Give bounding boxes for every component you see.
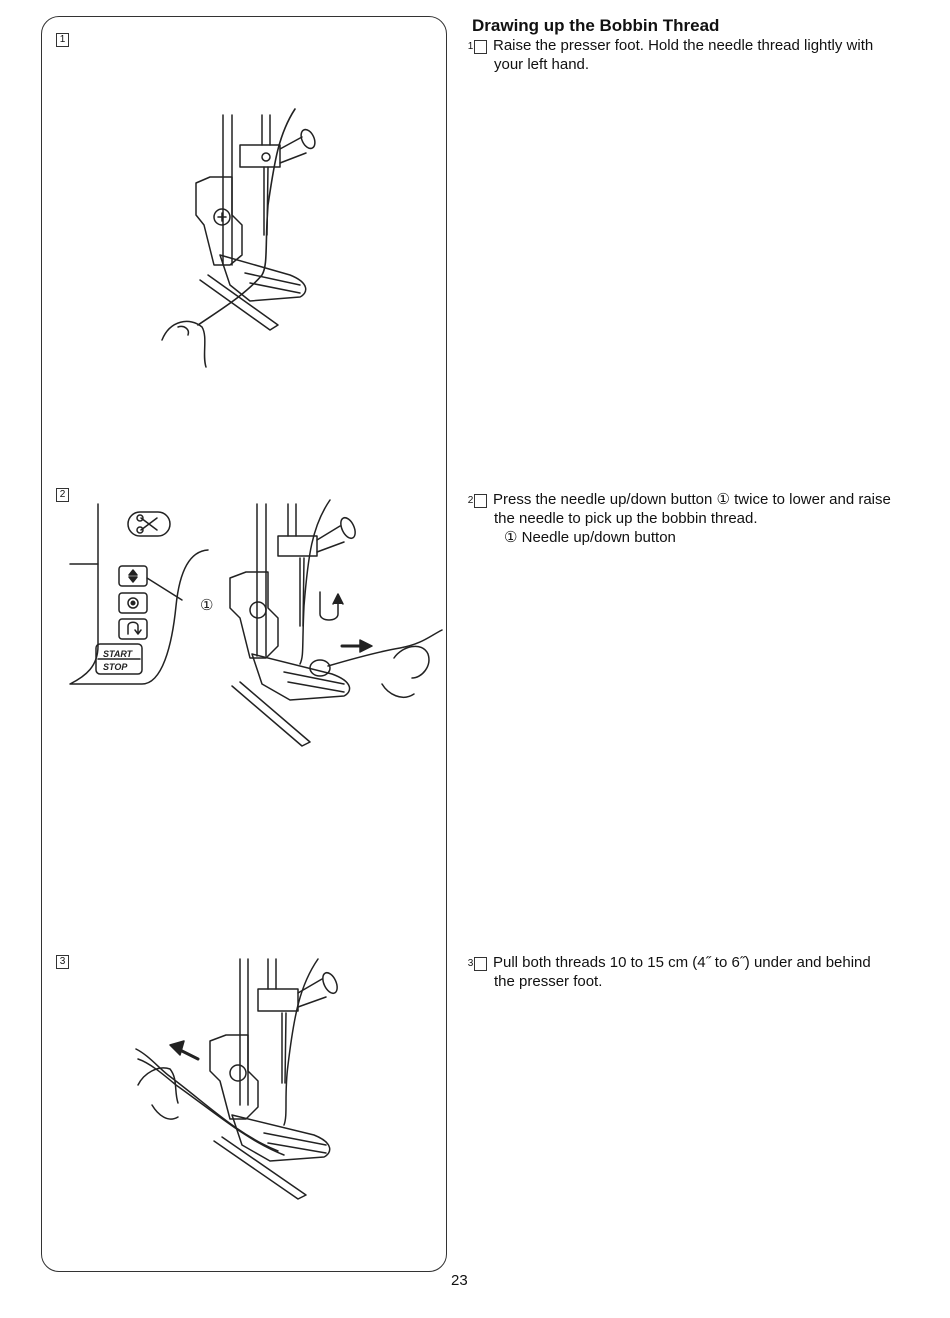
page-title: Drawing up the Bobbin Thread (472, 16, 720, 35)
page-number: 23 (451, 1272, 468, 1289)
illustration-step-2: ① START STOP (69, 499, 443, 747)
step-3-text: 3 Pull both threads 10 to 15 cm (4˝ to 6˝… (468, 953, 894, 991)
step-3-box: 3 (56, 955, 69, 969)
step-1-body: Raise the presser foot. Hold the needle … (493, 37, 874, 73)
step-3-paragraph: 3 Pull both threads 10 to 15 cm (4˝ to 6˝… (468, 953, 894, 991)
step-2-number: 2 (468, 494, 487, 508)
step-3-number: 3 (468, 957, 487, 971)
illustration-panel (41, 16, 447, 1272)
step-1-paragraph: 1 Raise the presser foot. Hold the needle… (468, 36, 894, 74)
step-2-legend: ① Needle up/down button (504, 529, 676, 546)
step-1-box: 1 (56, 33, 69, 47)
illustration-step-1 (161, 108, 316, 368)
step-3-body: Pull both threads 10 to 15 cm (4˝ to 6˝)… (493, 954, 871, 990)
stop-label: STOP (103, 662, 128, 672)
step-1-text: 1 Raise the presser foot. Hold the needle… (468, 36, 894, 74)
step-2-body: Press the needle up/down button ① twice … (493, 491, 891, 527)
step-2-paragraph: 2 Press the needle up/down button ① twice… (468, 490, 894, 528)
step-1-number: 1 (468, 40, 487, 54)
needle-button-callout: ① (200, 597, 213, 614)
illustration-step-3 (135, 958, 338, 1200)
step-2-box: 2 (56, 488, 69, 502)
start-label: START (103, 649, 134, 659)
step-2-text: 2 Press the needle up/down button ① twice… (468, 490, 894, 547)
